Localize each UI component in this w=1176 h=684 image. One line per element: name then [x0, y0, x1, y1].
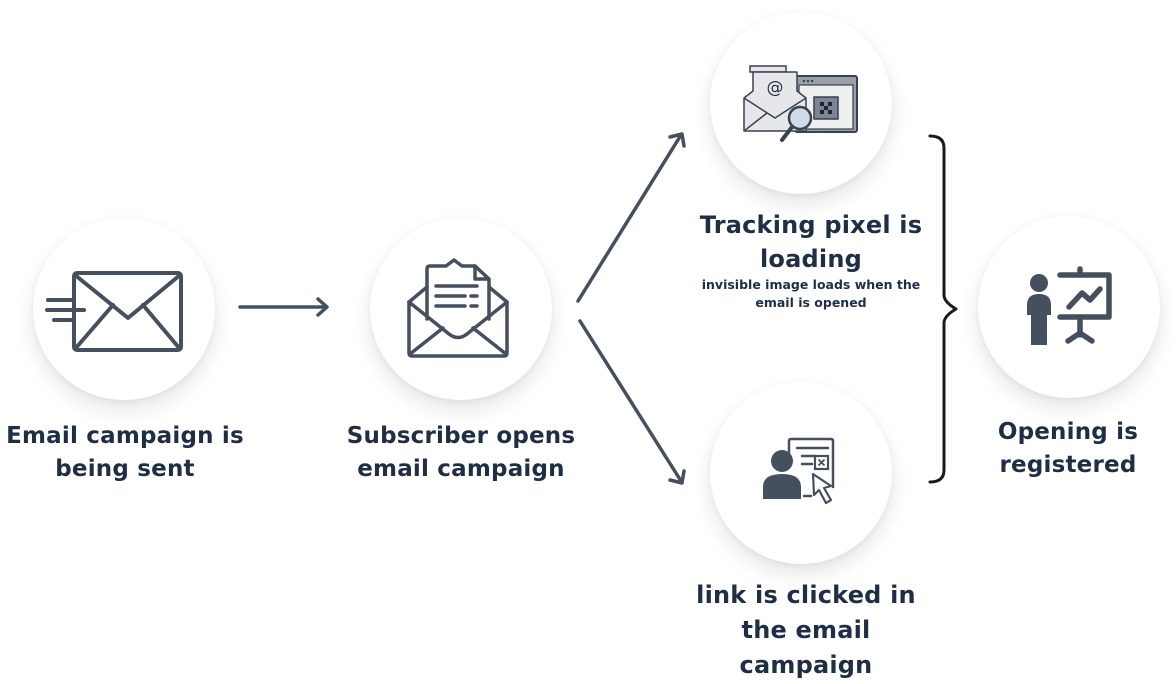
open-envelope-letter-icon	[407, 258, 509, 358]
label-line: Email campaign is	[6, 423, 244, 449]
label-line: email campaign	[357, 456, 565, 482]
curly-brace	[928, 134, 958, 484]
label-line: campaign	[739, 651, 873, 679]
sublabel-line: email is opened	[755, 295, 867, 310]
arrow-open-to-click	[578, 319, 686, 485]
tracking-pixel-icon: @	[743, 65, 858, 142]
arrow-open-to-pixel	[576, 132, 686, 303]
node-label-pixel: Tracking pixel is loading	[680, 208, 942, 276]
label-line: Tracking pixel is	[699, 211, 923, 239]
node-label-click: link is clicked in the email campaign	[680, 578, 932, 683]
user-click-link-icon	[763, 437, 835, 505]
svg-text:@: @	[767, 78, 784, 98]
node-sublabel-pixel: invisible image loads when the email is …	[680, 276, 942, 312]
label-line: link is clicked in	[696, 581, 916, 609]
presentation-chart-icon	[1027, 266, 1112, 345]
node-circle-open	[370, 218, 552, 400]
node-circle-click	[710, 382, 892, 564]
label-line: being sent	[55, 456, 195, 482]
label-line: Opening is	[997, 419, 1139, 445]
email-sent-icon	[45, 271, 183, 352]
node-label-register: Opening is registered	[945, 416, 1176, 482]
label-line: registered	[999, 452, 1137, 478]
label-line: the email	[741, 616, 871, 644]
arrow-send-to-open	[238, 297, 329, 317]
label-line: loading	[760, 245, 862, 273]
sublabel-line: invisible image loads when the	[701, 277, 921, 292]
node-label-send: Email campaign is being sent	[0, 420, 250, 486]
node-label-open: Subscriber opens email campaign	[330, 420, 592, 486]
label-line: Subscriber opens	[346, 423, 576, 449]
